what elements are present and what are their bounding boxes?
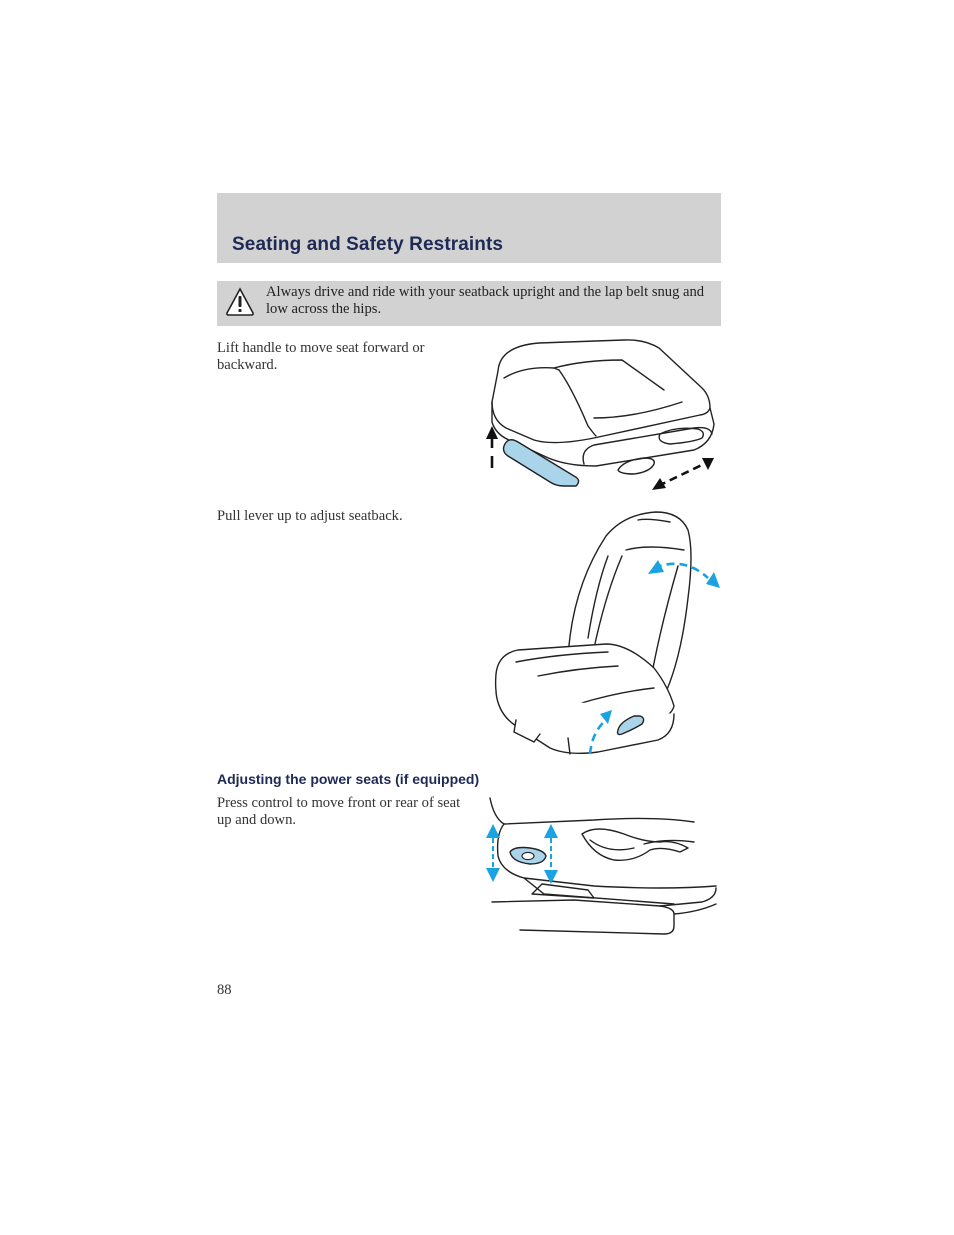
section-title: Seating and Safety Restraints bbox=[232, 234, 504, 255]
paragraph-power-control: Press control to move front or rear of s… bbox=[217, 795, 461, 828]
seat-handle-figure bbox=[486, 339, 715, 490]
page-number: 88 bbox=[217, 982, 232, 998]
front-up-down-arrow-icon bbox=[486, 824, 500, 882]
warning-triangle-icon bbox=[226, 287, 254, 316]
power-seat-control-figure bbox=[486, 797, 717, 935]
warning-box: Always drive and ride with your seatback… bbox=[217, 281, 721, 326]
lever-lift-arrow-icon bbox=[588, 710, 612, 755]
section-header-band: Seating and Safety Restraints bbox=[217, 193, 721, 263]
warning-text: Always drive and ride with your seatback… bbox=[266, 284, 705, 317]
paragraph-seat-handle: Lift handle to move seat forward or back… bbox=[217, 340, 425, 373]
seatback-lever-figure bbox=[494, 511, 720, 755]
paragraph-seatback-lever: Pull lever up to adjust seatback. bbox=[217, 508, 403, 524]
rear-up-down-arrow-icon bbox=[544, 824, 558, 884]
recline-arrow-icon bbox=[648, 560, 720, 588]
up-arrow-icon bbox=[486, 426, 498, 468]
fore-aft-arrow-icon bbox=[652, 458, 714, 490]
subheading-power-seats: Adjusting the power seats (if equipped) bbox=[217, 771, 480, 787]
